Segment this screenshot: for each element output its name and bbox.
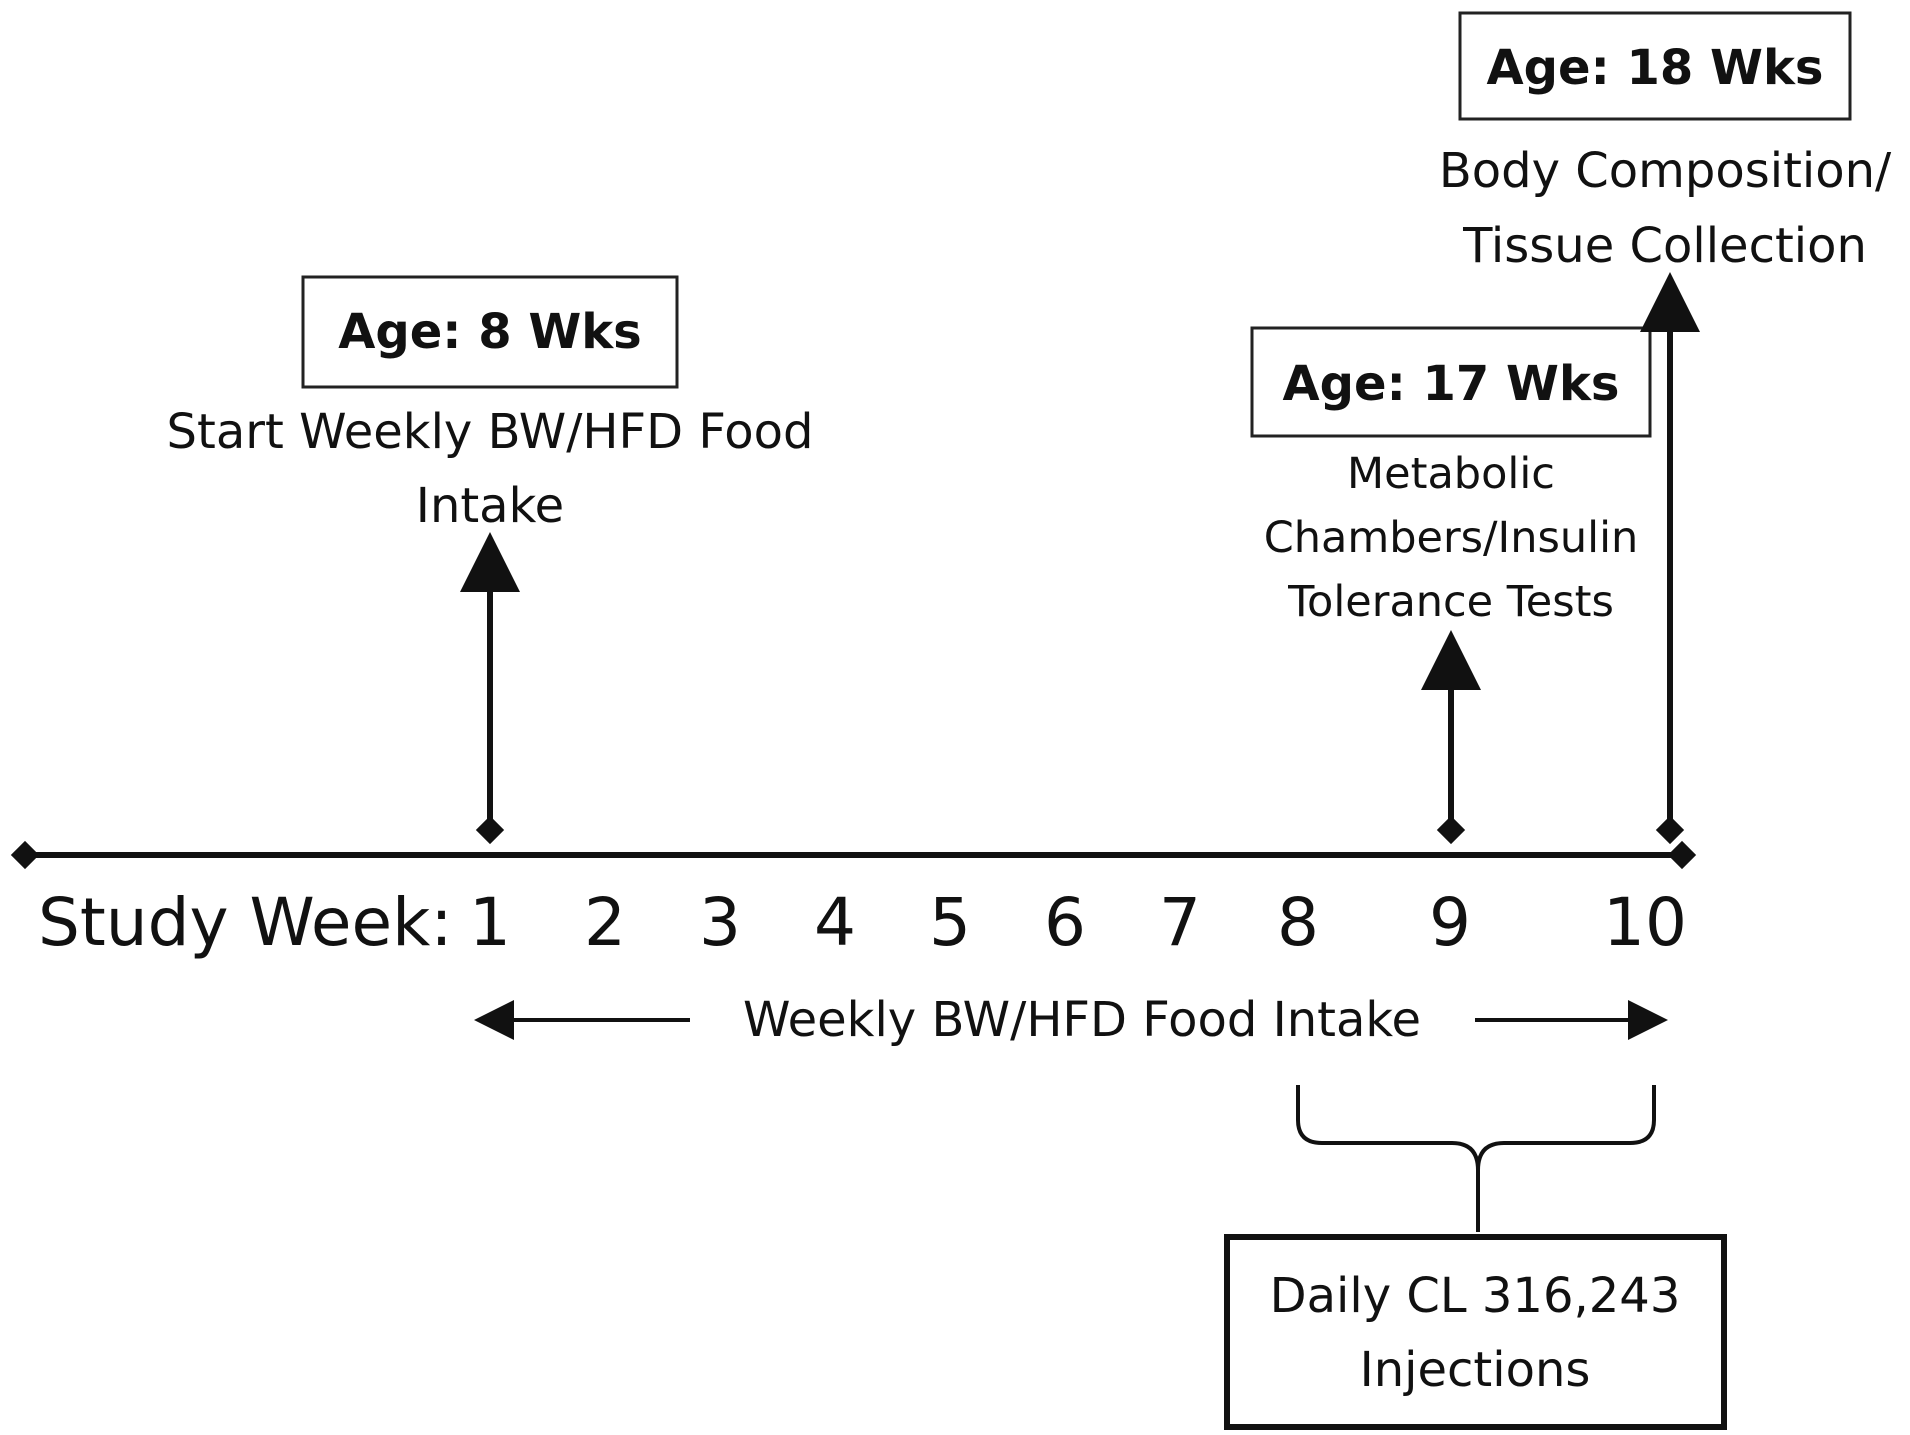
span-arrow: Weekly BW/HFD Food Intake (474, 992, 1668, 1048)
age-label-8-wks: Age: 8 Wks (338, 304, 642, 360)
week-label-4: 4 (814, 884, 856, 961)
event-description-line: Chambers/Insulin (1264, 513, 1639, 563)
age-label-18-wks: Age: 18 Wks (1487, 40, 1824, 96)
event-description-line: Tissue Collection (1462, 218, 1867, 274)
event-description-line: Metabolic (1347, 449, 1555, 499)
age-box-17-wks (1250, 326, 1652, 438)
week-label-7: 7 (1159, 884, 1201, 961)
curly-brace (1296, 1085, 1656, 1232)
study-week-label: Study Week: (38, 884, 453, 961)
event-week-9: Age: 17 Wks Metabolic Chambers/Insulin T… (1250, 326, 1652, 845)
event-diamond-week-9 (1436, 815, 1466, 845)
age-label-17-wks: Age: 17 Wks (1283, 356, 1620, 412)
event-description-line: Body Composition/ (1439, 143, 1892, 199)
timeline-axis (10, 840, 1697, 870)
week-label-2: 2 (584, 884, 626, 961)
age-box-18-wks (1458, 11, 1852, 121)
week-label-3: 3 (699, 884, 741, 961)
week-label-1: 1 (469, 884, 511, 961)
span-label: Weekly BW/HFD Food Intake (743, 992, 1421, 1048)
week-label-6: 6 (1044, 884, 1086, 961)
axis-start-diamond (10, 840, 40, 870)
event-description-line: Tolerance Tests (1287, 577, 1614, 627)
event-description-line: Start Weekly BW/HFD Food (167, 404, 814, 460)
axis-end-diamond (1667, 840, 1697, 870)
event-week-10: Age: 18 Wks Body Composition/ Tissue Col… (1439, 11, 1892, 845)
event-week-1: Age: 8 Wks Start Weekly BW/HFD Food Inta… (167, 275, 814, 845)
injection-label-line: Daily CL 316,243 (1270, 1268, 1681, 1324)
injection-label-line: Injections (1360, 1342, 1591, 1398)
week-label-10: 10 (1603, 884, 1687, 961)
week-label-8: 8 (1277, 884, 1319, 961)
event-diamond-week-1 (475, 815, 505, 845)
injection-box: Daily CL 316,243 Injections (1224, 1234, 1727, 1430)
event-diamond-week-10 (1655, 815, 1685, 845)
week-label-9: 9 (1429, 884, 1471, 961)
age-box-8-wks (301, 275, 679, 389)
study-week-labels: Study Week: 1 2 3 4 5 6 7 8 9 10 (38, 884, 1687, 961)
week-label-5: 5 (929, 884, 971, 961)
event-description-line: Intake (416, 478, 564, 534)
injection-box-frame (1224, 1234, 1727, 1430)
